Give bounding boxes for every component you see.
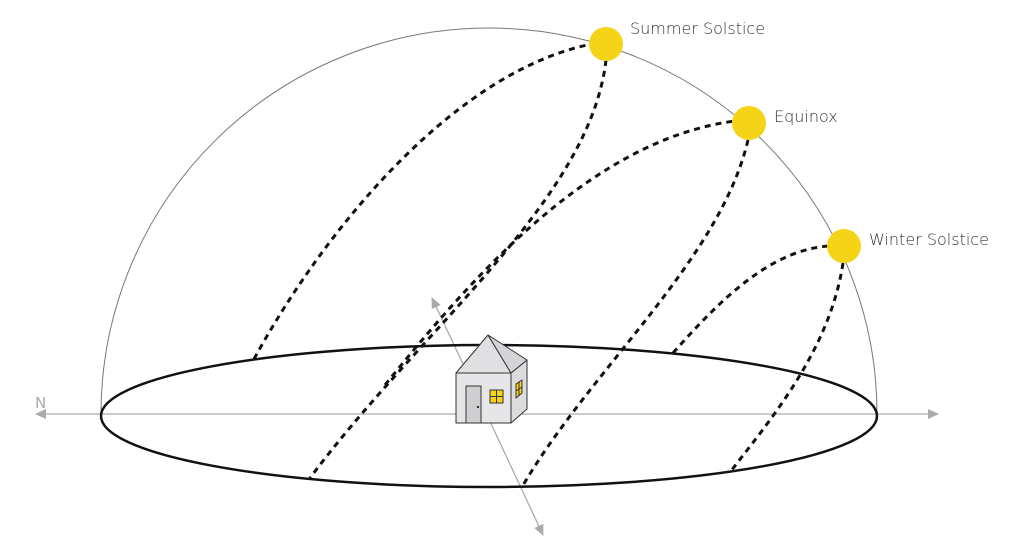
equinox-label: Equinox [774,107,838,126]
sun-winter-icon [827,229,861,263]
summer-solstice-label: Summer Solstice [630,19,766,38]
winter-path-lower [729,262,845,472]
equinox-path-lower [520,139,750,488]
sun-summer-icon [589,27,623,61]
tilted-axis-south [486,414,544,536]
winter-solstice-label: Winter Solstice [869,230,989,249]
sky-dome [100,27,878,415]
summer-path-lower [308,59,608,479]
winter-path-upper [671,244,830,354]
north-label: N [35,394,47,412]
summer-path-upper [252,42,593,360]
sun-equinox-icon [732,106,766,140]
equinox-path-upper [383,119,736,386]
house-icon [455,334,528,424]
